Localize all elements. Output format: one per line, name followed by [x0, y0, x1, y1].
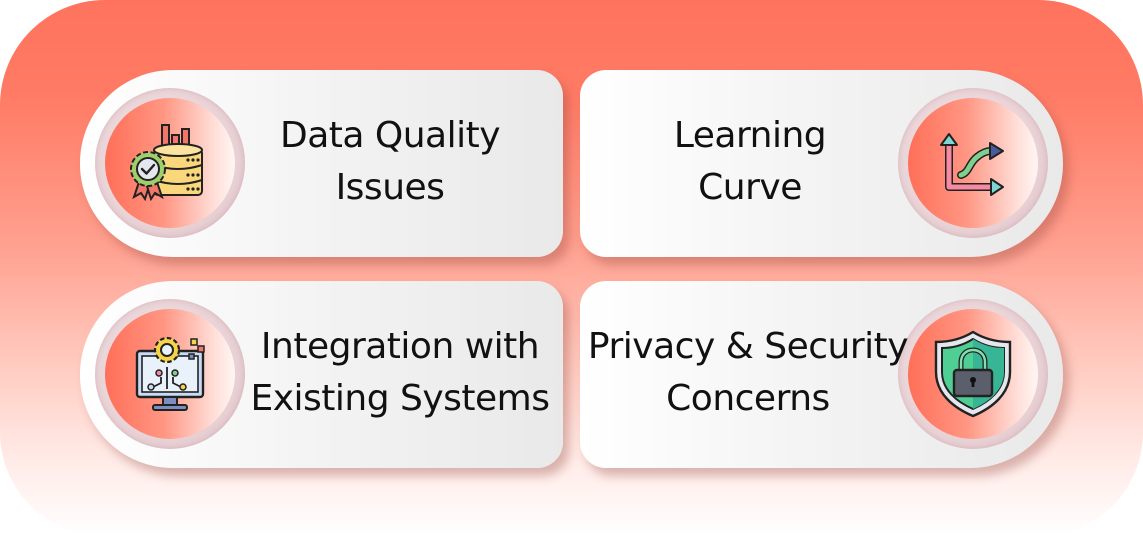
card-data-quality: Data Quality Issues	[80, 70, 563, 257]
icon-halo	[898, 88, 1048, 238]
card-label: Learning Curve	[620, 110, 880, 214]
label-line: Existing Systems	[250, 378, 550, 419]
label-line: Privacy & Security	[587, 326, 909, 367]
icon-disc	[908, 98, 1038, 228]
icon-halo	[898, 299, 1048, 449]
card-label: Privacy & Security Concerns	[580, 321, 916, 425]
database-quality-badge-icon	[130, 124, 203, 202]
label-line: Integration with	[260, 326, 540, 367]
icon-halo	[95, 88, 245, 238]
learning-curve-graph-icon	[940, 133, 1004, 196]
icon-disc	[105, 309, 235, 439]
card-learning-curve: Learning Curve	[580, 70, 1063, 257]
label-line: Concerns	[666, 378, 830, 419]
icon-disc	[908, 309, 1038, 439]
label-line: Data Quality	[279, 115, 501, 156]
label-line: Learning	[673, 115, 827, 156]
label-line: Issues	[335, 167, 445, 208]
card-privacy-security: Privacy & Security Concerns	[580, 281, 1063, 468]
card-label: Integration with Existing Systems	[240, 321, 560, 425]
card-integration: Integration with Existing Systems	[80, 281, 563, 468]
icon-disc	[105, 98, 235, 228]
monitor-gear-circuit-icon	[135, 336, 205, 411]
label-line: Curve	[698, 167, 802, 208]
shield-lock-icon	[934, 330, 1012, 418]
card-label: Data Quality Issues	[260, 110, 520, 214]
icon-halo	[95, 299, 245, 449]
